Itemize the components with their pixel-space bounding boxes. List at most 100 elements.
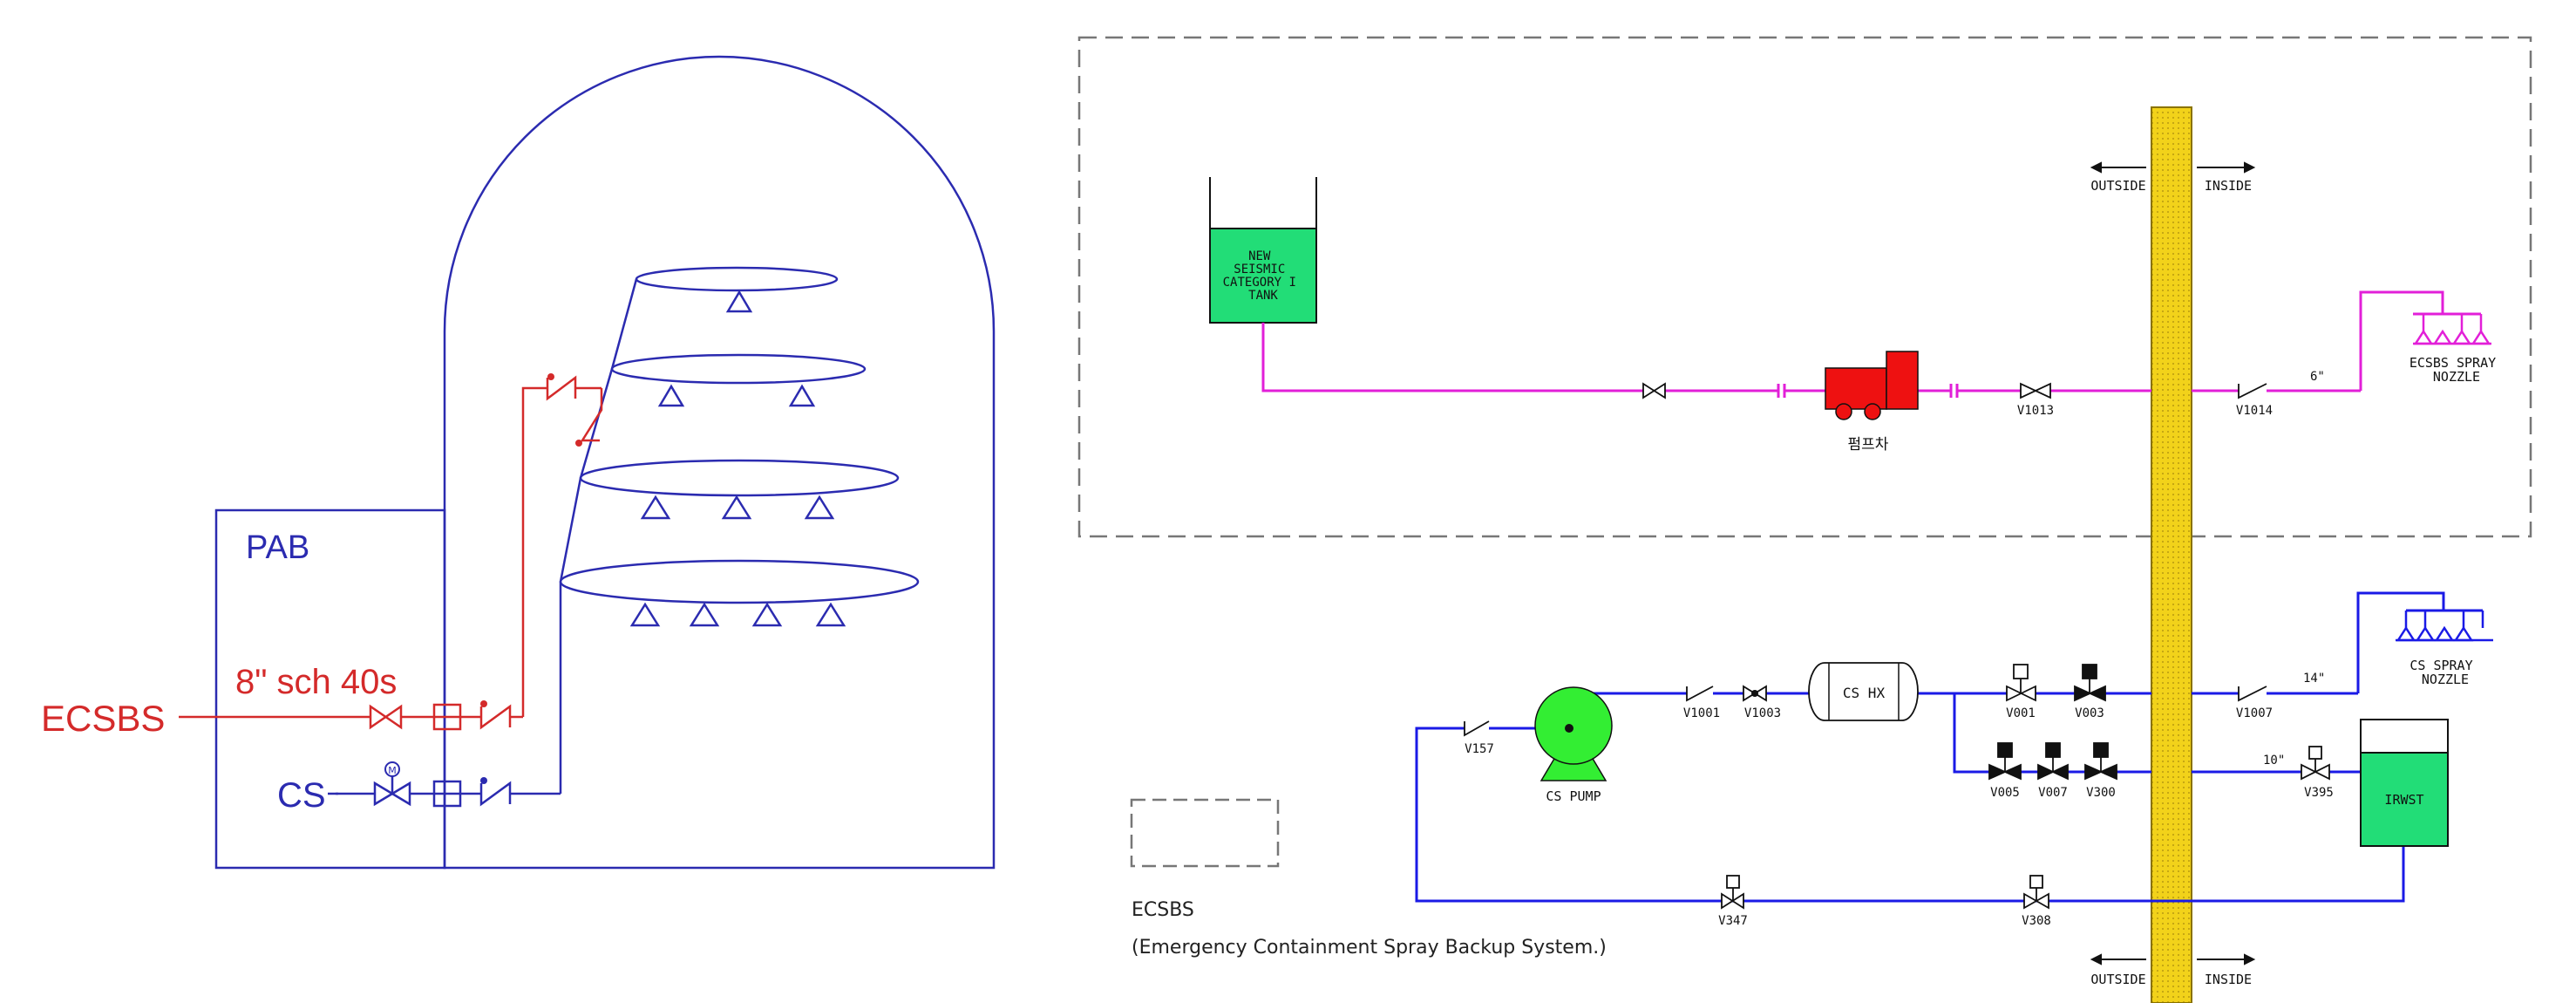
nozzle-icon: [751, 602, 783, 627]
spray-rings: [559, 266, 920, 794]
v300-valve-icon: [2084, 742, 2117, 781]
cs-valve-operator: [384, 761, 400, 777]
v001-valve-icon: [2006, 664, 2036, 702]
cs-nozzle-label: CS SPRAY NOZZLE: [2409, 658, 2480, 687]
v007-label: V007: [2038, 786, 2068, 800]
legend-description: (Emergency Containment Spray Backup Syst…: [1132, 937, 1607, 959]
v1007-check-valve-icon: [2238, 686, 2267, 702]
cs-pipe: [1415, 591, 2483, 903]
nozzle-icon: [2453, 625, 2474, 642]
nozzle-icon: [640, 495, 671, 520]
cs-heat-exchanger: [1808, 662, 1919, 721]
nozzle-icon: [629, 602, 661, 627]
cs-motor-valve-icon: [373, 781, 411, 807]
spray-ring-4: [559, 559, 920, 604]
outside-label-bottom: OUTSIDE: [2090, 972, 2145, 987]
pipe-size-6: 6": [2310, 370, 2325, 384]
v005-valve-icon: [1988, 742, 2022, 781]
ecsbs-boundary-box: [1077, 36, 2532, 538]
v1003-label: V1003: [1744, 706, 1781, 720]
containment-building: [443, 55, 996, 870]
containment-wall: [2151, 106, 2192, 1003]
spray-ring-2: [610, 353, 867, 385]
spray-riser: [559, 278, 638, 794]
right-schematic: OUTSIDE INSIDE NEW SEISMIC CATEGORY I TA…: [1077, 36, 2532, 1003]
nozzle-icon: [2432, 329, 2453, 345]
v157-check-valve-icon: [1464, 720, 1490, 737]
legend-swatch: [1130, 798, 1280, 868]
nozzle-icon: [804, 495, 835, 520]
v1001-check-valve-icon: [1686, 686, 1714, 702]
ecsbs-upper-check-dot: [547, 373, 554, 380]
pipe-size-14: 14": [2303, 672, 2325, 686]
pipe-size-10: 10": [2263, 754, 2285, 768]
ecsbs-gate-valve-icon: [369, 704, 403, 730]
cs-hx-label: CS HX: [1843, 685, 1886, 701]
truck-flanges: [1777, 384, 1959, 398]
nozzle-icon: [2415, 625, 2436, 642]
ecsbs-nozzle-label: ECSBS SPRAY NOZZLE: [2409, 355, 2504, 385]
v308-label: V308: [2022, 914, 2051, 928]
v005-label: V005: [1990, 786, 2020, 800]
v1013-valve-icon: [2020, 382, 2051, 399]
ecsbs-inner-check-dot: [575, 440, 582, 447]
v001-label: V001: [2006, 706, 2036, 720]
v1001-label: V1001: [1683, 706, 1720, 720]
irwst-label: IRWST: [2384, 792, 2423, 808]
cs-motor-mark: M: [388, 765, 397, 776]
boundary-arrows-top: [2090, 161, 2256, 174]
inside-label-bottom: INSIDE: [2205, 972, 2252, 987]
outside-label-top: OUTSIDE: [2090, 178, 2145, 194]
v395-valve-icon: [2301, 746, 2330, 781]
nozzle-icon: [2413, 329, 2434, 345]
ecsbs-line: [179, 375, 603, 731]
pipe-spec-label: 8" sch 40s: [235, 663, 397, 701]
inside-label-top: INSIDE: [2205, 178, 2252, 194]
seismic-tank: [1209, 228, 1317, 324]
ecsbs-check-valve-icon: [479, 704, 512, 730]
left-schematic: PAB: [41, 55, 996, 870]
cs-spray-nozzles: [2396, 611, 2493, 642]
v007-valve-icon: [2037, 742, 2069, 781]
fire-truck-icon: [1825, 351, 1919, 420]
nozzle-icon: [788, 384, 816, 407]
v003-label: V003: [2075, 706, 2104, 720]
nozzle-icon: [2396, 625, 2416, 642]
tank-label: NEW SEISMIC CATEGORY I TANK: [1223, 249, 1304, 303]
v157-label: V157: [1465, 742, 1494, 756]
nozzle-icon: [2434, 625, 2455, 642]
spray-ring-3: [579, 459, 900, 497]
v347-label: V347: [1718, 914, 1748, 928]
boundary-arrows-bottom: [2090, 953, 2256, 965]
nozzle-icon: [721, 495, 752, 520]
irwst-tank: [2360, 752, 2449, 847]
cs-check-valve-icon: [479, 781, 512, 807]
ecsbs-spray-nozzles: [2413, 314, 2491, 345]
v1013-label: V1013: [2017, 404, 2054, 418]
pab-building: [214, 508, 446, 870]
nozzle-icon: [689, 602, 720, 627]
v395-label: V395: [2304, 786, 2334, 800]
legend-title: ECSBS: [1132, 899, 1194, 921]
v308-valve-icon: [2023, 875, 2049, 910]
pab-label: PAB: [246, 529, 309, 566]
cs-check-dot: [480, 777, 487, 784]
nozzle-icon: [725, 290, 753, 313]
ecsbs-upper-check-valve-icon: [546, 375, 577, 401]
v300-label: V300: [2086, 786, 2116, 800]
nozzle-icon: [657, 384, 685, 407]
nozzle-icon: [815, 602, 846, 627]
cs-line: [336, 774, 561, 808]
ecsbs-label: ECSBS: [41, 698, 165, 739]
v003-valve-icon: [2074, 664, 2106, 702]
v1014-check-valve-icon: [2238, 383, 2267, 399]
v1007-label: V1007: [2236, 706, 2273, 720]
cs-pump-icon: [1534, 686, 1613, 781]
spray-ring-1: [635, 266, 839, 292]
fire-truck-label: 펌프차: [1848, 436, 1889, 454]
spray-nozzles: [629, 290, 846, 627]
v347-valve-icon: [1721, 875, 1744, 910]
nozzle-icon: [2451, 329, 2472, 345]
cs-label: CS: [277, 776, 326, 815]
